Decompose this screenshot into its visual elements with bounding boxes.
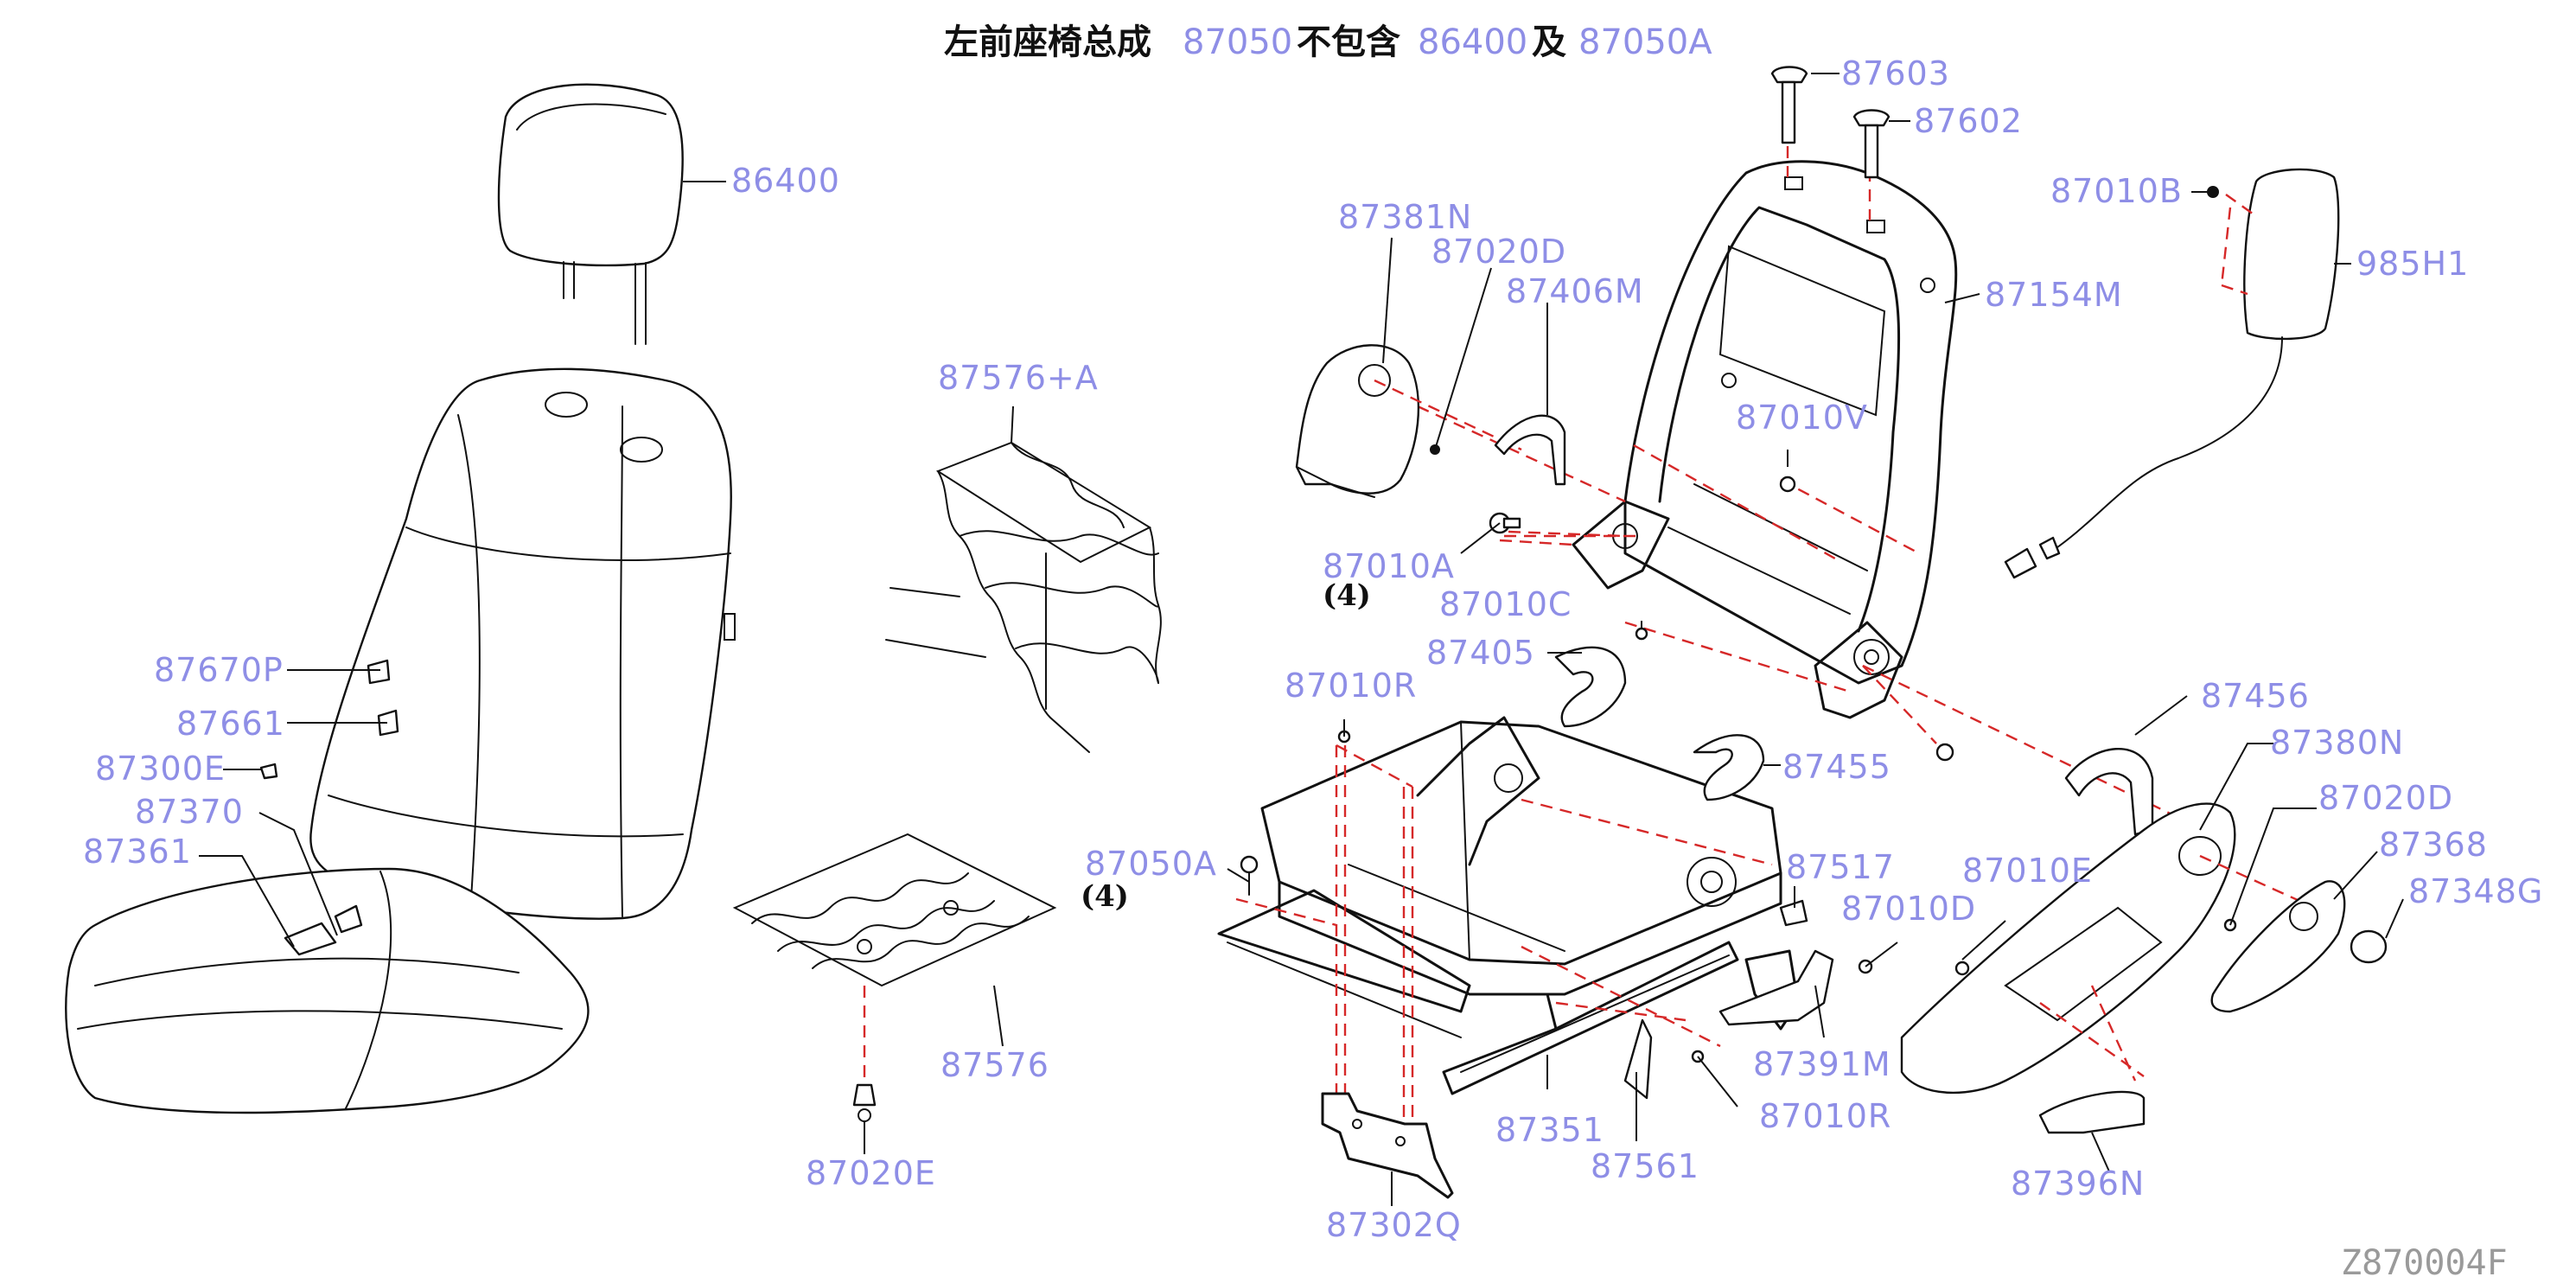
bracket-87561-drawing bbox=[1623, 1018, 1653, 1100]
leader-lines bbox=[199, 73, 2404, 1206]
label-87602[interactable]: 87602 bbox=[1914, 102, 2023, 140]
label-86400[interactable]: 86400 bbox=[731, 162, 840, 200]
label-87603[interactable]: 87603 bbox=[1841, 54, 1950, 93]
label-87348g[interactable]: 87348G bbox=[2408, 872, 2543, 910]
label-87300e[interactable]: 87300E bbox=[95, 750, 226, 788]
side-airbag-drawing bbox=[2004, 168, 2340, 579]
label-87405[interactable]: 87405 bbox=[1426, 634, 1535, 672]
label-87670p[interactable]: 87670P bbox=[154, 651, 284, 689]
bracket-87455-drawing bbox=[1693, 734, 1765, 801]
title-part-alt[interactable]: 87050A bbox=[1578, 22, 1712, 62]
qty-marker-cushion: (4) bbox=[1081, 879, 1129, 914]
label-87020d-top[interactable]: 87020D bbox=[1431, 233, 1566, 271]
label-87010r-top[interactable]: 87010R bbox=[1285, 667, 1417, 705]
label-87406m[interactable]: 87406M bbox=[1506, 272, 1644, 310]
bracket-87405-drawing bbox=[1554, 646, 1627, 728]
label-87010r-bottom[interactable]: 87010R bbox=[1759, 1097, 1891, 1135]
title-and: 及 bbox=[1532, 22, 1566, 62]
bracket-87302q-drawing bbox=[1321, 1092, 1454, 1199]
diagram-title: 左前座椅总成 87050 不包含 86400 及 87050A bbox=[944, 22, 1712, 62]
seat-cushion-trim-drawing bbox=[65, 763, 590, 1114]
label-87561[interactable]: 87561 bbox=[1591, 1147, 1699, 1185]
label-87351[interactable]: 87351 bbox=[1495, 1111, 1604, 1149]
label-87576a[interactable]: 87576+A bbox=[938, 359, 1099, 397]
qty-marker-seatback: (4) bbox=[1323, 578, 1371, 613]
knob-cover-87368-drawing bbox=[2210, 880, 2346, 1013]
label-87456[interactable]: 87456 bbox=[2201, 677, 2310, 715]
label-87396n[interactable]: 87396N bbox=[2011, 1165, 2145, 1203]
label-87010v[interactable]: 87010V bbox=[1736, 399, 1868, 437]
label-87010e[interactable]: 87010E bbox=[1962, 852, 2093, 890]
headrest-drawing bbox=[497, 83, 684, 345]
recliner-cover-87381n-drawing bbox=[1295, 344, 1522, 498]
seat-cushion-frame-drawing bbox=[1217, 716, 1800, 1095]
quantity-markers: (4) (4) bbox=[1081, 578, 1371, 914]
cushion-spring-drawing bbox=[732, 833, 1057, 1122]
label-87380n[interactable]: 87380N bbox=[2270, 724, 2404, 762]
label-87050a[interactable]: 87050A bbox=[1085, 845, 1217, 883]
title-part-main[interactable]: 87050 bbox=[1183, 22, 1292, 62]
label-87010c[interactable]: 87010C bbox=[1439, 585, 1572, 623]
label-87368[interactable]: 87368 bbox=[2379, 826, 2488, 864]
bracket-87406m-drawing bbox=[1494, 414, 1566, 486]
label-87361[interactable]: 87361 bbox=[83, 833, 192, 871]
title-excludes: 不包含 bbox=[1297, 22, 1400, 62]
label-87154m[interactable]: 87154M bbox=[1985, 276, 2123, 314]
seatback-trim-drawing bbox=[309, 367, 736, 920]
label-87010a[interactable]: 87010A bbox=[1323, 547, 1455, 585]
seatback-frame-drawing bbox=[1572, 160, 1958, 719]
part-labels: 86400 87670P 87661 87300E 87370 87361 87… bbox=[83, 54, 2543, 1244]
label-87381n[interactable]: 87381N bbox=[1338, 198, 1472, 236]
knob-87348g-drawing bbox=[2350, 929, 2388, 964]
headrest-guides-drawing bbox=[1770, 66, 1891, 179]
bracket-87391m-drawing bbox=[1718, 949, 1834, 1026]
seatback-spring-drawing bbox=[885, 441, 1162, 753]
label-87020d-right[interactable]: 87020D bbox=[2318, 779, 2453, 817]
label-87517[interactable]: 87517 bbox=[1786, 848, 1895, 886]
label-87455[interactable]: 87455 bbox=[1782, 748, 1891, 786]
bracket-87456-drawing bbox=[2064, 747, 2154, 836]
label-87661[interactable]: 87661 bbox=[176, 705, 285, 743]
label-87020e[interactable]: 87020E bbox=[806, 1154, 936, 1192]
bolt-87050a-drawing bbox=[1240, 855, 1259, 896]
label-87370[interactable]: 87370 bbox=[135, 793, 244, 831]
label-87010b[interactable]: 87010B bbox=[2050, 172, 2183, 210]
label-87010d[interactable]: 87010D bbox=[1841, 890, 1976, 928]
label-985h1[interactable]: 985H1 bbox=[2356, 245, 2469, 283]
title-assembly: 左前座椅总成 bbox=[944, 22, 1151, 62]
title-part-headrest[interactable]: 86400 bbox=[1418, 22, 1527, 62]
cushion-frame-dashes bbox=[1235, 744, 1773, 1124]
label-87302q[interactable]: 87302Q bbox=[1326, 1206, 1462, 1244]
label-87576[interactable]: 87576 bbox=[940, 1046, 1049, 1084]
bolt-87010a-drawing bbox=[1489, 512, 1521, 534]
diagram-code: Z870004F bbox=[2341, 1243, 2508, 1283]
label-87391m[interactable]: 87391M bbox=[1753, 1045, 1891, 1083]
handle-87396n-drawing bbox=[2038, 985, 2146, 1134]
